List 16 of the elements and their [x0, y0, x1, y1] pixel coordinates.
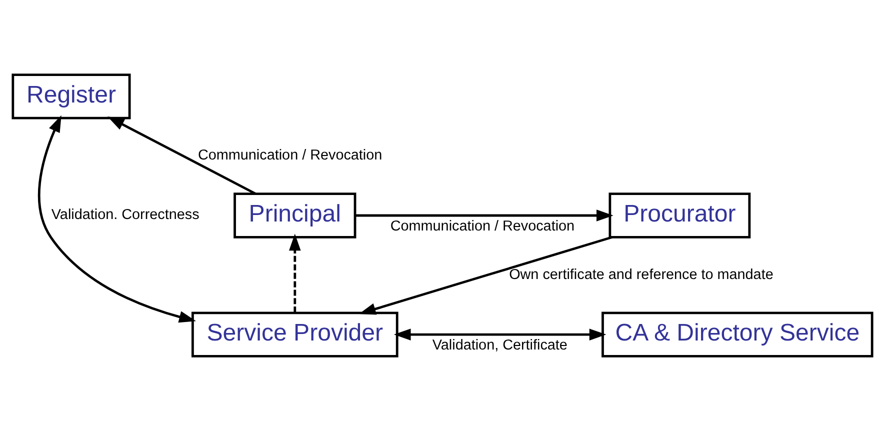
edge-label: Own certificate and reference to mandate: [509, 266, 774, 283]
edge-label: Communication / Revocation: [198, 148, 382, 164]
node-box: Register: [12, 74, 131, 120]
edge-label: Communication / Revocation: [390, 218, 575, 235]
node-box: Service Provider: [191, 312, 398, 358]
arrow: [38, 115, 196, 323]
arrow: [107, 116, 256, 195]
node-box: Principal: [234, 192, 356, 238]
edge-label: Validation. Correctness: [51, 207, 200, 224]
edge-label: Validation, Certificate: [432, 338, 568, 354]
arrow: [288, 234, 301, 312]
arrow: [394, 328, 606, 340]
arrow: [358, 236, 612, 315]
arrow: [355, 210, 614, 222]
node-box: Procurator: [608, 192, 751, 238]
node-box: CA & Directory Service: [602, 312, 874, 358]
